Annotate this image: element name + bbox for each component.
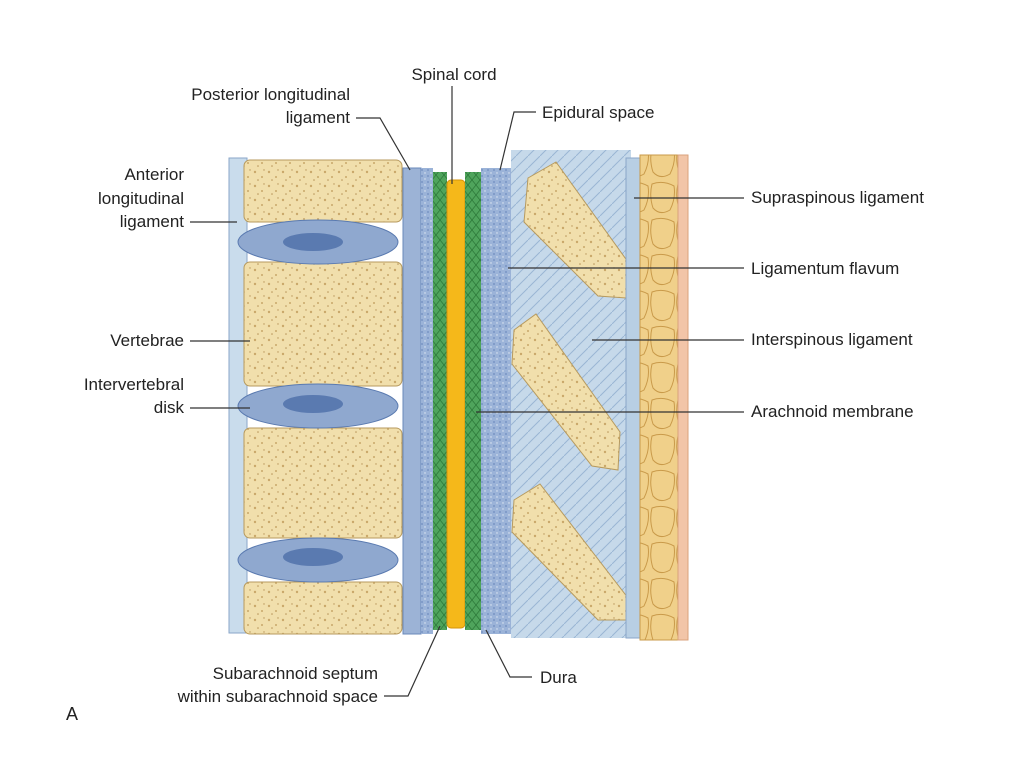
arachnoid-right: [465, 172, 481, 630]
leader-lines: [190, 86, 744, 697]
label-posterior-longitudinal-1: Posterior longitudinal: [191, 85, 350, 104]
posterior-longitudinal-ligament-band: [402, 167, 422, 635]
label-supraspinous-ligament: Supraspinous ligament: [751, 188, 924, 207]
skin: [677, 154, 689, 641]
vertebral-body-4: [243, 581, 403, 635]
dura-right: [481, 168, 511, 634]
supraspinous-ligament-strip: [625, 157, 641, 639]
label-anterior-longitudinal-2: longitudinal: [97, 189, 184, 208]
leader-posterior-longitudinal: [356, 117, 411, 171]
label-arachnoid-membrane: Arachnoid membrane: [751, 402, 914, 421]
spinous-process-2: [511, 313, 621, 471]
label-intervertebral-2: disk: [153, 398, 184, 417]
label-anterior-longitudinal-1: Anterior: [124, 165, 184, 184]
nucleus-2: [283, 395, 343, 413]
leader-dura: [485, 629, 532, 678]
vertebral-body-2: [243, 261, 403, 387]
nucleus-1: [283, 233, 343, 251]
panel-letter: A: [66, 704, 79, 724]
dura-left: [421, 168, 433, 634]
label-spinal-cord: Spinal cord: [411, 65, 497, 84]
label-epidural-space: Epidural space: [542, 103, 655, 122]
label-intervertebral-1: Intervertebral: [83, 375, 184, 394]
vertebral-body-3: [243, 427, 403, 539]
label-ligamentum-flavum: Ligamentum flavum: [751, 259, 900, 278]
nucleus-3: [283, 548, 343, 566]
label-posterior-longitudinal-2: ligament: [285, 108, 350, 127]
label-dura: Dura: [540, 668, 577, 687]
vertebral-body-1: [243, 159, 403, 223]
subcutaneous-fat: [639, 154, 679, 641]
arachnoid-left: [433, 172, 447, 630]
label-vertebrae: Vertebrae: [110, 331, 184, 350]
spinal-cord: [446, 179, 466, 629]
leader-subarachnoid: [384, 625, 441, 697]
label-interspinous-ligament: Interspinous ligament: [751, 330, 913, 349]
label-anterior-longitudinal-3: ligament: [119, 212, 184, 231]
label-subarachnoid-2: within subarachnoid space: [177, 687, 378, 706]
leader-epidural: [499, 111, 536, 171]
label-subarachnoid-1: Subarachnoid septum: [212, 664, 378, 683]
